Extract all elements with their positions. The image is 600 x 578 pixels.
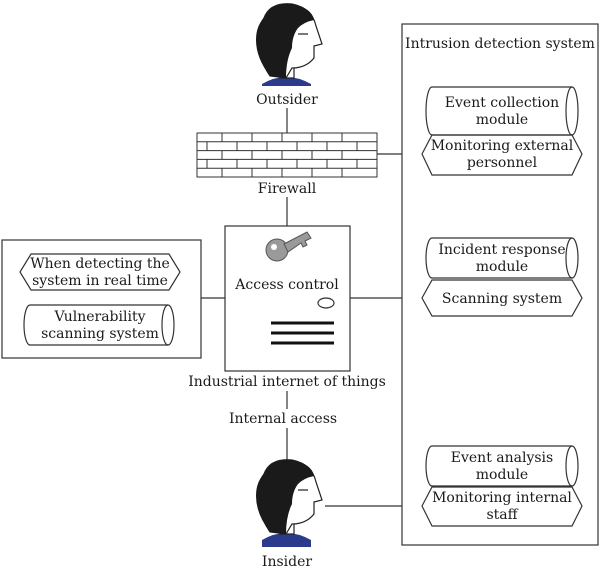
incident-response-cylinder — [425, 237, 579, 279]
monitoring-external-line2: personnel — [467, 155, 538, 171]
scanning-system-label: Scanning system — [442, 291, 562, 307]
key-icon — [265, 231, 312, 262]
access-control-label: Access control — [234, 277, 339, 293]
connector-lines — [201, 108, 402, 507]
outsider-label: Outsider — [256, 92, 318, 108]
event-analysis-line2: module — [476, 467, 528, 483]
realtime-detection-hexagon — [19, 253, 181, 291]
firewall-label: Firewall — [258, 181, 317, 197]
vulnerability-line2: scanning system — [41, 326, 159, 342]
outsider-person-icon — [256, 3, 323, 86]
left-panel — [1, 239, 202, 359]
monitoring-external-hexagon — [421, 134, 583, 176]
realtime-detection-line1: When detecting the — [30, 256, 170, 272]
scanning-system-hexagon — [421, 279, 583, 317]
insider-label: Insider — [262, 554, 312, 570]
firewall-icon — [196, 132, 378, 178]
event-collection-line1: Event collection — [445, 95, 559, 111]
vent-lines-icon — [271, 321, 334, 345]
monitoring-internal-line1: Monitoring internal — [432, 490, 572, 506]
vulnerability-scanning-cylinder — [23, 304, 175, 346]
incident-response-line2: module — [476, 259, 528, 275]
vulnerability-line1: Vulnerability — [54, 309, 146, 325]
ids-panel — [401, 23, 599, 546]
monitoring-external-line1: Monitoring external — [431, 138, 574, 154]
indicator-light-icon — [317, 297, 335, 309]
event-analysis-line1: Event analysis — [451, 450, 553, 466]
realtime-detection-line2: system in real time — [32, 273, 168, 289]
event-collection-line2: module — [476, 112, 528, 128]
incident-response-line1: Incident response — [438, 242, 565, 258]
monitoring-internal-hexagon — [421, 486, 583, 527]
ids-title: Intrusion detection system — [405, 36, 595, 52]
internal-access-label: Internal access — [229, 411, 337, 427]
iiot-label: Industrial internet of things — [188, 374, 386, 390]
insider-person-icon — [256, 459, 323, 547]
monitoring-internal-line2: staff — [486, 507, 518, 523]
event-analysis-cylinder — [425, 445, 579, 487]
